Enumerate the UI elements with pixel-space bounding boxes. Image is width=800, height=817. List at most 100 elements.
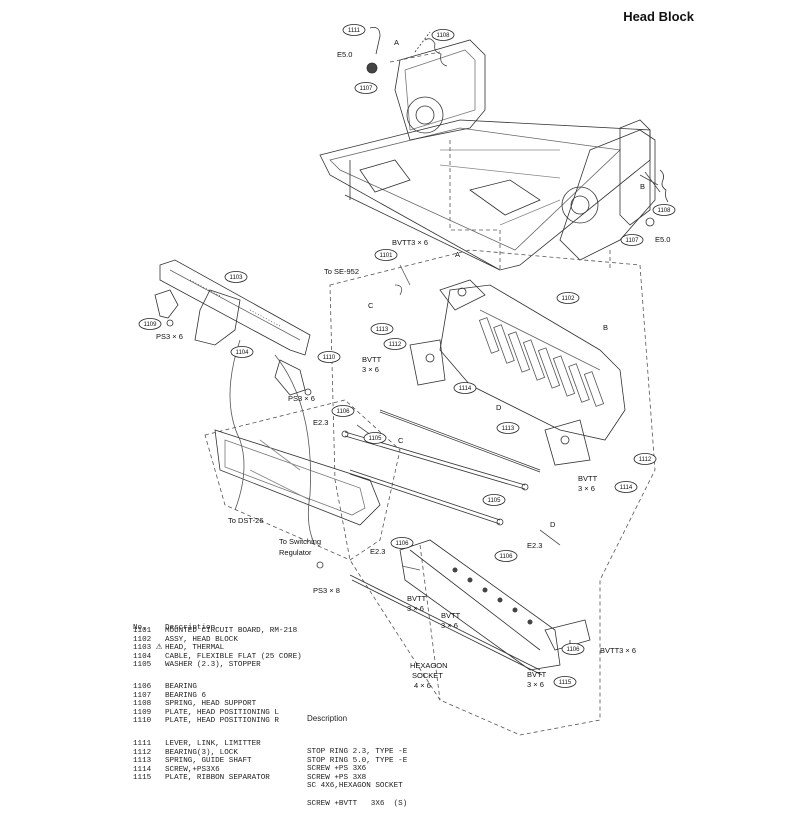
parts-row: 1107 BEARING 6 [133, 692, 279, 701]
parts-row: 1114 SCREW,+PS3X6 [133, 766, 270, 775]
label-a-mid: A [455, 250, 460, 259]
parts-row: 1106 BEARING [133, 683, 279, 692]
label-d-mid: D [550, 520, 556, 529]
label-e23: E2.3 [527, 541, 542, 550]
label-e23: E2.3 [370, 547, 385, 556]
part-number: 1114 [133, 765, 152, 774]
label-ps3x8: PS3 × 8 [313, 586, 340, 595]
part-number: 1105 [133, 661, 152, 670]
part-description: LEVER, LINK, LIMITTER [165, 740, 261, 748]
part-description: PLATE, HEAD POSITIONING R [165, 717, 279, 726]
part-description: HEAD, THERMAL [165, 644, 225, 653]
parts-row: 1109 PLATE, HEAD POSITIONING L [133, 709, 279, 718]
label-bvtt-size: 3 × 6 [407, 604, 424, 613]
callout-1113: 1113 [376, 327, 389, 333]
parts-group-2: 1106 BEARING 1107 BEARING 6 1108 SPRING, HEAD… [133, 683, 279, 726]
col-no: No. [133, 624, 147, 633]
part-description: ASSY, HEAD BLOCK [165, 635, 238, 644]
part-description: CABLE, FLEXIBLE FLAT (25 CORE) [165, 652, 302, 661]
part-description: PLATE, HEAD POSITIONING L [165, 708, 279, 717]
callout-1113: 1113 [502, 426, 515, 432]
label-bvtt-size: 3 × 6 [441, 621, 458, 630]
callout-1109: 1109 [144, 322, 158, 328]
label-e50: E5.0 [337, 50, 352, 59]
label-to-switching: To Switching [279, 537, 321, 546]
desc2-header: Description [307, 714, 348, 724]
label-hexagon: HEXAGON [410, 661, 448, 670]
part-description: SPRING, GUIDE SHAFT [165, 757, 252, 766]
part-number: 1110 [133, 717, 152, 726]
label-bvtt3x6: BVTT3 × 6 [600, 646, 636, 655]
callout-1114: 1114 [620, 485, 633, 491]
callout-1106: 1106 [337, 409, 351, 415]
label-regulator: Regulator [279, 548, 312, 557]
parts-list-header: No.Description [133, 607, 215, 641]
label-bvtt-size: 3 × 6 [362, 365, 379, 374]
leader-lines [229, 264, 561, 571]
part-number: 1101 [133, 627, 152, 635]
page-title: Head Block [623, 9, 694, 24]
label-d: D [496, 403, 502, 412]
label-e23: E2.3 [313, 418, 328, 427]
part-description: SCREW,+PS3X6 [165, 765, 220, 774]
label-ps3x6: PS3 × 6 [156, 332, 183, 341]
label-bvtt: BVTT [407, 594, 427, 603]
part-number: 1109 [133, 708, 152, 717]
part-number: 1115 [133, 774, 152, 783]
part-description: BEARING [165, 683, 197, 691]
label-c-mid: C [398, 436, 404, 445]
callout-1106: 1106 [567, 647, 581, 653]
callout-1101: 1101 [380, 253, 394, 259]
guide-lines [204, 51, 656, 736]
label-to-dst26: To DST-26 [228, 516, 263, 525]
parts-row: 1108 SPRING, HEAD SUPPORT [133, 700, 279, 709]
circuit-board [214, 429, 381, 569]
label-c: C [368, 301, 374, 310]
part-number: 1104 [133, 652, 152, 661]
parts-row: 1103 ⚠HEAD, THERMAL [133, 644, 302, 653]
callout-1104: 1104 [236, 350, 250, 356]
label-bvtt: BVTT [527, 670, 547, 679]
label-bvtt-size: 3 × 6 [578, 484, 595, 493]
part-number: 1107 [133, 691, 152, 700]
label-hex-size: 4 × 6 [414, 681, 431, 690]
label-ps3x6: PS3 × 6 [288, 394, 315, 403]
parts-row: 1110 PLATE, HEAD POSITIONING R [133, 717, 279, 726]
callout-1107: 1107 [626, 238, 640, 244]
callout-1110: 1110 [323, 355, 336, 361]
callout-1108: 1108 [437, 33, 451, 39]
callouts [138, 24, 676, 688]
label-socket: SOCKET [412, 671, 443, 680]
part-number: 1108 [133, 700, 152, 709]
parts-row: 1104 CABLE, FLEXIBLE FLAT (25 CORE) [133, 653, 302, 662]
description-row: SCREW +PS 3X8 [307, 773, 367, 782]
description-row: STOP RING 5.0, TYPE -E [307, 756, 408, 765]
callout-1111: 1111 [348, 28, 361, 34]
label-bvtt3x6: BVTT3 × 6 [392, 238, 428, 247]
description-row: SC 4X6,HEXAGON SOCKET [307, 782, 403, 791]
label-bvtt: BVTT [441, 611, 461, 620]
callout-1105: 1105 [488, 498, 502, 504]
part-description: WASHER (2.3), STOPPER [165, 661, 261, 670]
label-e50: E5.0 [655, 235, 670, 244]
chassis-frame [319, 26, 669, 271]
part-description: BEARING 6 [165, 691, 207, 700]
callout-1108: 1108 [658, 208, 672, 214]
part-description: BEARING(3), LOCK [165, 748, 238, 757]
part-description: SPRING, HEAD SUPPORT [165, 700, 257, 709]
callout-labels: 1111 1108 1107 1108 1107 1101 1103 1102 … [144, 28, 672, 686]
part-number: 1103 ⚠ [133, 644, 163, 653]
label-b: B [640, 182, 645, 191]
parts-row: 1115 PLATE, RIBBON SEPARATOR [133, 774, 270, 783]
part-description: PLATE, RIBBON SEPARATOR [165, 774, 270, 783]
part-description: MOUNTED CIRCUIT BOARD, RM-218 [165, 627, 298, 635]
part-number: 1106 [133, 683, 152, 691]
description-row [307, 791, 407, 800]
